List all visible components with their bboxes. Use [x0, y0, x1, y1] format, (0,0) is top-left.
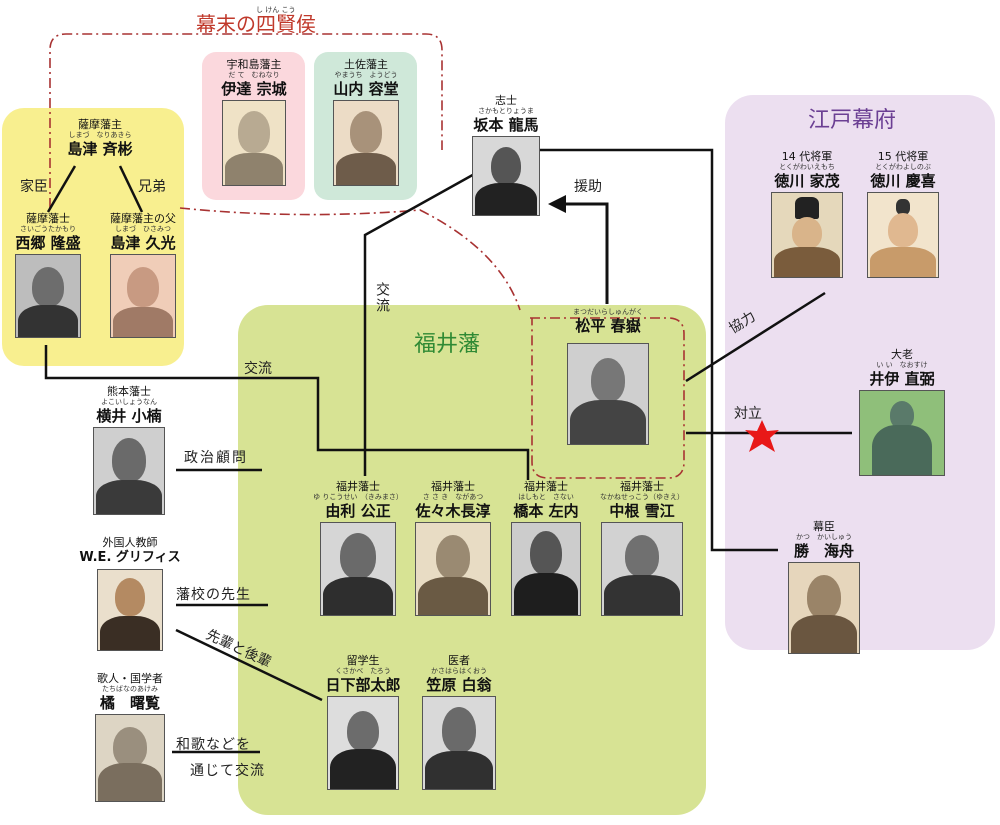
- person-shungaku: まつだいらしゅんがく 松平 春嶽: [558, 308, 658, 445]
- portrait-yokoi: [93, 427, 165, 515]
- portrait-shungaku: [567, 343, 649, 445]
- person-tachibana: 歌人・国学者 たちばなのあけみ 橘 曙覧: [80, 672, 180, 802]
- label-koryu-saigo: 交流: [244, 361, 272, 377]
- portrait-saigo: [15, 254, 81, 338]
- label-koryu-ryoma: 交流: [374, 282, 390, 314]
- line-kyoryoku: [685, 291, 826, 383]
- label-tairitsu: 対立: [734, 406, 762, 422]
- label-kyodai: 兄弟: [138, 179, 166, 195]
- portrait-griffis: [97, 569, 163, 651]
- portrait-iemochi: [771, 192, 843, 278]
- portrait-hashimoto: [511, 522, 581, 616]
- label-waka-1: 和歌などを: [176, 737, 251, 753]
- region-bakufu: [725, 95, 995, 650]
- label-seiji-komon: 政治顧問: [184, 450, 248, 466]
- portrait-hisamitsu: [110, 254, 176, 338]
- line-ryoma-katsu: [540, 148, 778, 552]
- person-yamauchi: 土佐藩主 やまうち ようどう 山内 容堂: [316, 58, 416, 186]
- portrait-sasaki: [415, 522, 491, 616]
- person-nakane: 福井藩士 なかねせっこう（ゆきえ） 中根 雪江: [592, 480, 692, 616]
- person-kusakabe: 留学生 くさかべ たろう 日下部太郎: [318, 654, 408, 790]
- person-hashimoto: 福井藩士 はしもと さない 橋本 左内: [500, 480, 592, 616]
- line-enjo: [562, 202, 609, 304]
- label-kashin: 家臣: [20, 179, 48, 195]
- person-katsu: 幕臣 かつ かいしゅう 勝 海舟: [774, 520, 874, 654]
- label-waka-2: 通じて交流: [190, 763, 265, 779]
- kenko-boundary: [49, 33, 685, 479]
- person-sasaki: 福井藩士 さ さ き ながあつ 佐々木長淳: [406, 480, 500, 616]
- person-yoshinobu: 15 代将軍 とくがわよしのぶ 徳川 慶喜: [860, 150, 946, 278]
- person-iemochi: 14 代将軍 とくがわいえもち 徳川 家茂: [764, 150, 850, 278]
- person-date: 宇和島藩主 だ て むねなり 伊達 宗城: [206, 58, 302, 186]
- line-kashin: [46, 165, 77, 213]
- kenko-title-ruby: し けん こう: [256, 6, 296, 14]
- line-kyodai: [118, 165, 144, 213]
- portrait-date: [222, 100, 286, 186]
- person-yokoi: 熊本藩士 よこいしょうなん 横井 小楠: [82, 385, 176, 515]
- person-nariakira: 薩摩藩主 しまづ なりあきら 島津 斉彬: [67, 118, 133, 158]
- fukui-title: 福井藩: [414, 332, 481, 357]
- kenko-title: し けん こう 幕末の四賢侯: [196, 6, 316, 36]
- person-ii: 大老 い い なおすけ 井伊 直弼: [852, 348, 952, 476]
- person-hisamitsu: 薩摩藩主の父 しまづ ひさみつ 島津 久光: [100, 212, 186, 338]
- portrait-yamauchi: [333, 100, 399, 186]
- portrait-yuri: [320, 522, 396, 616]
- person-griffis: 外国人教師 W.E. グリフィス: [78, 536, 182, 651]
- portrait-nakane: [601, 522, 683, 616]
- person-kasahara: 医者 かさはらはくおう 笠原 白翁: [414, 654, 504, 790]
- arrow-enjo: [548, 195, 566, 213]
- person-ryoma: 志士 さかもとりょうま 坂本 龍馬: [464, 94, 548, 216]
- portrait-yoshinobu: [867, 192, 939, 278]
- line-koryu-ryoma: [363, 170, 479, 476]
- portrait-ryoma: [472, 136, 540, 216]
- label-enjo: 援助: [574, 179, 602, 195]
- bakufu-title: 江戸幕府: [808, 108, 897, 133]
- line-senpai: [175, 628, 323, 702]
- portrait-kusakabe: [327, 696, 399, 790]
- line-koryu-saigo: [44, 345, 530, 480]
- portrait-katsu: [788, 562, 860, 654]
- portrait-tachibana: [95, 714, 165, 802]
- person-yuri: 福井藩士 ゆ りこうせい （きみまさ） 由利 公正: [310, 480, 406, 616]
- portrait-kasahara: [422, 696, 496, 790]
- label-hanko: 藩校の先生: [176, 587, 251, 603]
- person-saigo: 薩摩藩士 さいごうたかもり 西郷 隆盛: [8, 212, 88, 338]
- portrait-ii-statue: [859, 390, 945, 476]
- conflict-star: [745, 420, 779, 452]
